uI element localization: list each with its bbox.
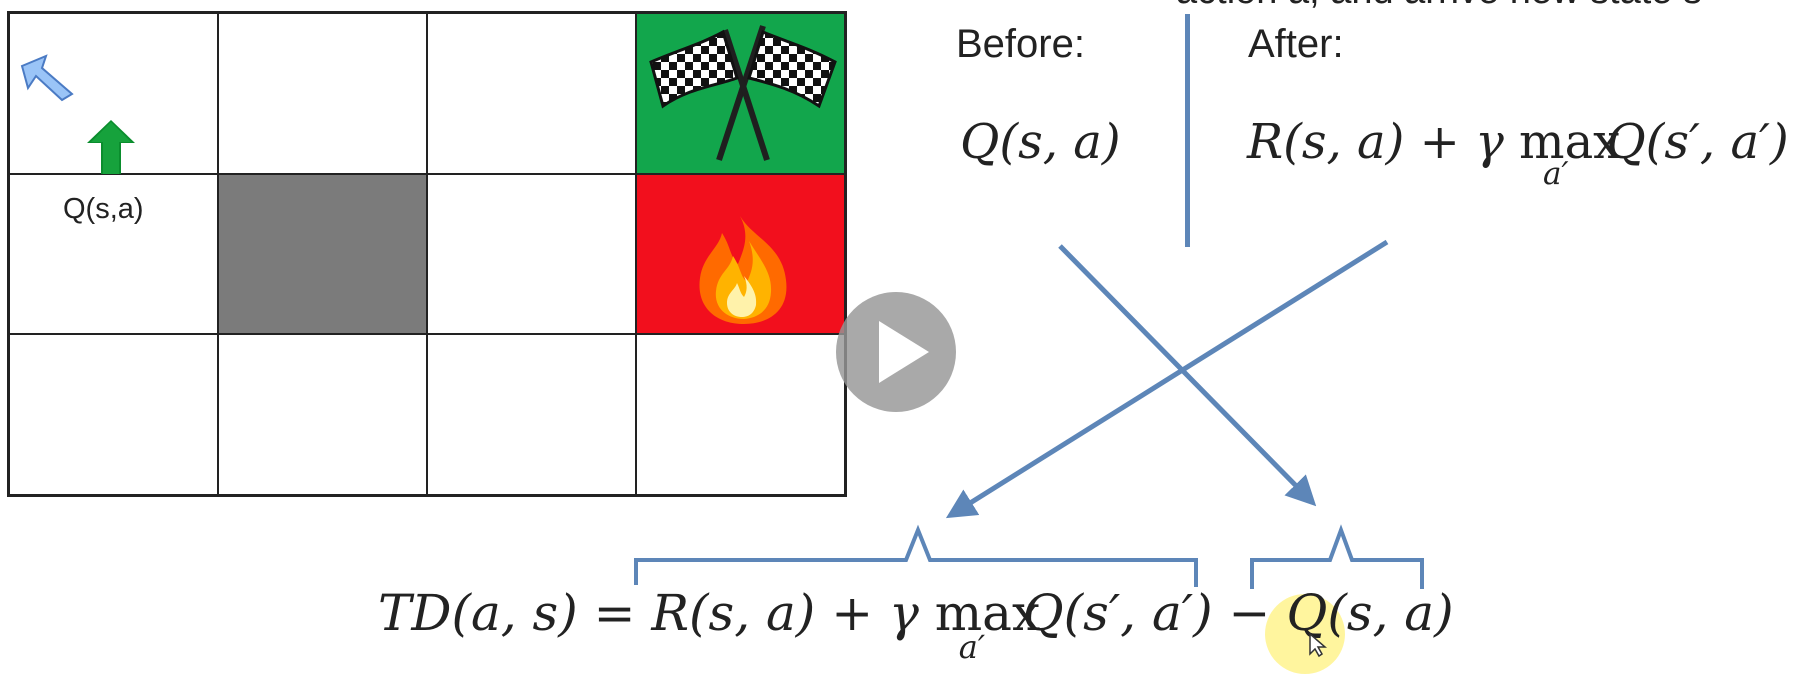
agent-arrow-icon: [20, 54, 74, 102]
cell-r1c3: [427, 13, 636, 174]
checkered-flags-icon: [649, 25, 837, 161]
after-to-td-arrow: [945, 239, 1389, 519]
td-formula-middle-suffix: Q(s′, a′) −: [1022, 584, 1287, 642]
estimate-brace: [1250, 524, 1424, 589]
cell-r3c4: [636, 334, 845, 495]
before-to-td-arrow: [1058, 244, 1317, 507]
cell-r1c2: [218, 13, 427, 174]
goal-cell: [636, 13, 845, 174]
fire-icon: [699, 215, 787, 324]
td-formula-max: max: [934, 584, 1041, 642]
td-formula-left: TD(a, s) =: [378, 584, 652, 642]
up-arrow-icon: [87, 120, 135, 178]
after-formula: R(s, a) + γ max a′ Q(s′, a′): [1247, 114, 1789, 192]
cursor-highlight: [1265, 594, 1345, 674]
play-button[interactable]: [836, 292, 956, 412]
cell-r2c1: Q(s,a): [9, 173, 218, 335]
grid-world: Q(s,a): [7, 11, 847, 497]
before-after-divider: [1185, 14, 1190, 247]
td-formula-middle-prefix: R(s, a) + γ: [651, 584, 935, 642]
td-formula-subscript: a′: [958, 628, 986, 666]
cell-r2c3: [427, 173, 636, 335]
cell-r3c1: [9, 334, 218, 495]
cell-r3c3: [427, 334, 636, 495]
before-heading: Before:: [956, 22, 1085, 66]
after-formula-subscript: a′: [1543, 156, 1569, 192]
after-formula-max: max: [1519, 114, 1621, 170]
mouse-cursor-icon: [1309, 632, 1328, 658]
td-formula-right: Q(s, a): [1286, 584, 1454, 642]
td-formula: TD(a, s) = R(s, a) + γ max a′ Q(s′, a′) …: [378, 584, 1454, 666]
cut-off-title: action a, and arrive new state s': [1176, 0, 1709, 13]
cell-r3c2: [218, 334, 427, 495]
target-brace: [634, 524, 1198, 587]
wall-cell: [218, 173, 427, 335]
after-formula-suffix: Q(s′, a′): [1606, 114, 1789, 170]
after-heading: After:: [1248, 22, 1344, 66]
after-formula-prefix: R(s, a) + γ: [1247, 114, 1520, 170]
cell-r1c1: [9, 13, 218, 178]
q-label: Q(s,a): [63, 192, 144, 225]
before-formula: Q(s, a): [960, 114, 1121, 170]
fire-cell: [636, 173, 845, 335]
